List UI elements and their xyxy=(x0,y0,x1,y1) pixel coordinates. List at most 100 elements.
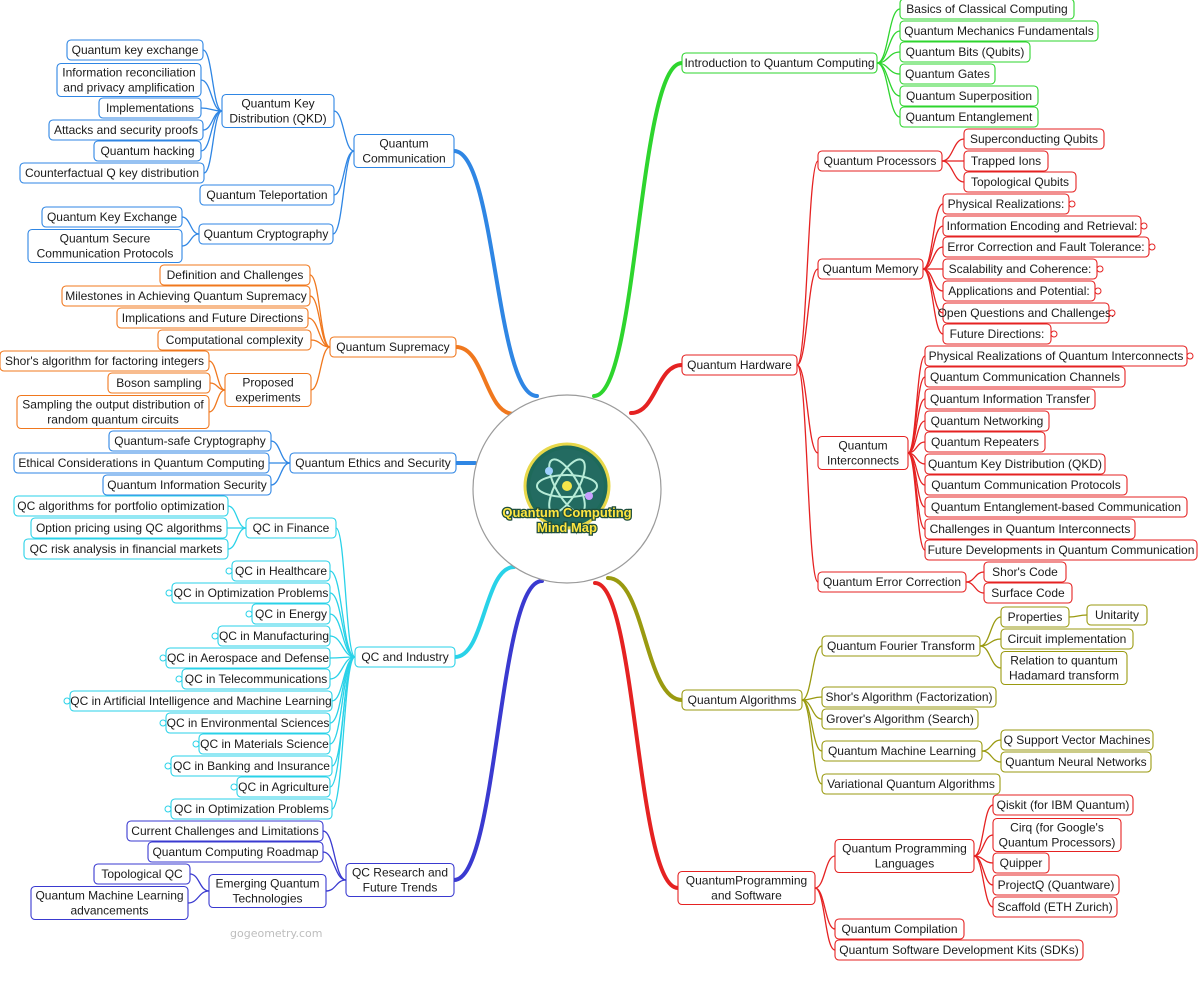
collapse-marker-icon[interactable] xyxy=(165,589,173,597)
topic-sampling-the-output-distribution-of-random-quantum-circuits[interactable]: Sampling the output distribution ofrando… xyxy=(16,394,210,430)
collapse-marker-icon[interactable] xyxy=(1148,243,1156,251)
topic-qc-in-telecommunications[interactable]: QC in Telecommunications xyxy=(175,668,331,690)
topic-qc-in-manufacturing[interactable]: QC in Manufacturing xyxy=(211,625,331,647)
topic-qc-in-environmental-sciences[interactable]: QC in Environmental Sciences xyxy=(159,712,331,734)
topic-quantum-cryptography[interactable]: Quantum Cryptography xyxy=(198,223,334,245)
topic-surface-code[interactable]: Surface Code xyxy=(983,582,1073,604)
topic-quantum-gates[interactable]: Quantum Gates xyxy=(899,63,996,85)
topic-projectq-quantware[interactable]: ProjectQ (Quantware) xyxy=(992,874,1120,896)
collapse-marker-icon[interactable] xyxy=(1108,309,1116,317)
topic-qc-in-finance[interactable]: QC in Finance xyxy=(245,517,337,539)
topic-quantum-error-correction[interactable]: Quantum Error Correction xyxy=(817,571,967,593)
topic-computational-complexity[interactable]: Computational complexity xyxy=(157,329,312,351)
topic-qc-in-optimization-problems[interactable]: QC in Optimization Problems xyxy=(164,798,333,820)
topic-q-support-vector-machines[interactable]: Q Support Vector Machines xyxy=(1000,729,1154,751)
collapse-marker-icon[interactable] xyxy=(175,675,183,683)
topic-quantum-software-development-kits-sdks[interactable]: Quantum Software Development Kits (SDKs) xyxy=(834,939,1084,961)
collapse-marker-icon[interactable] xyxy=(1096,265,1104,273)
topic-shor-s-algorithm-factorization[interactable]: Shor's Algorithm (Factorization) xyxy=(821,686,997,708)
collapse-marker-icon[interactable] xyxy=(245,610,253,618)
topic-counterfactual-q-key-distribution[interactable]: Counterfactual Q key distribution xyxy=(19,162,205,184)
topic-quantum-superposition[interactable]: Quantum Superposition xyxy=(899,85,1039,107)
collapse-marker-icon[interactable] xyxy=(1050,330,1058,338)
topic-implications-and-future-directions[interactable]: Implications and Future Directions xyxy=(116,307,309,329)
branch-quantum-supremacy[interactable]: Quantum Supremacy xyxy=(329,336,457,358)
topic-quantum-fourier-transform[interactable]: Quantum Fourier Transform xyxy=(821,635,981,657)
collapse-marker-icon[interactable] xyxy=(63,697,71,705)
topic-qc-in-healthcare[interactable]: QC in Healthcare xyxy=(225,560,331,582)
topic-scaffold-eth-zurich[interactable]: Scaffold (ETH Zurich) xyxy=(992,896,1118,918)
topic-qc-in-optimization-problems[interactable]: QC in Optimization Problems xyxy=(165,582,331,604)
topic-trapped-ions[interactable]: Trapped Ions xyxy=(963,150,1049,172)
topic-qc-in-artificial-intelligence-and-machine-learning[interactable]: QC in Artificial Intelligence and Machin… xyxy=(63,690,333,712)
topic-future-developments-in-quantum-communication[interactable]: Future Developments in Quantum Communica… xyxy=(924,539,1198,561)
topic-qc-in-agriculture[interactable]: QC in Agriculture xyxy=(230,776,331,798)
topic-shor-s-code[interactable]: Shor's Code xyxy=(983,561,1067,583)
topic-qc-in-energy[interactable]: QC in Energy xyxy=(245,603,331,625)
topic-quantum-key-exchange[interactable]: Quantum Key Exchange xyxy=(41,206,183,228)
topic-qc-in-materials-science[interactable]: QC in Materials Science xyxy=(192,733,331,755)
topic-quantum-hacking[interactable]: Quantum hacking xyxy=(93,140,202,162)
topic-quantum-safe-cryptography[interactable]: Quantum-safe Cryptography xyxy=(108,430,272,452)
collapse-marker-icon[interactable] xyxy=(159,654,167,662)
collapse-marker-icon[interactable] xyxy=(211,632,219,640)
topic-topological-qc[interactable]: Topological QC xyxy=(93,863,191,885)
collapse-marker-icon[interactable] xyxy=(1186,352,1194,360)
branch-quantum-ethics-and-security[interactable]: Quantum Ethics and Security xyxy=(289,452,457,474)
topic-quantum-memory[interactable]: Quantum Memory xyxy=(817,258,924,280)
topic-open-questions-and-challenges[interactable]: Open Questions and Challenges: xyxy=(938,302,1116,324)
topic-quantum-bits-qubits[interactable]: Quantum Bits (Qubits) xyxy=(899,41,1031,63)
topic-applications-and-potential[interactable]: Applications and Potential: xyxy=(942,280,1102,302)
topic-quantum-networking[interactable]: Quantum Networking xyxy=(924,410,1050,432)
topic-qc-risk-analysis-in-financial-markets[interactable]: QC risk analysis in financial markets xyxy=(23,538,229,560)
collapse-marker-icon[interactable] xyxy=(1140,222,1148,230)
topic-variational-quantum-algorithms[interactable]: Variational Quantum Algorithms xyxy=(821,773,1001,795)
topic-qc-in-banking-and-insurance[interactable]: QC in Banking and Insurance xyxy=(164,755,333,777)
topic-ethical-considerations-in-quantum-computing[interactable]: Ethical Considerations in Quantum Comput… xyxy=(13,452,270,474)
topic-grover-s-algorithm-search[interactable]: Grover's Algorithm (Search) xyxy=(821,708,979,730)
topic-milestones-in-achieving-quantum-supremacy[interactable]: Milestones in Achieving Quantum Supremac… xyxy=(61,285,311,307)
collapse-marker-icon[interactable] xyxy=(192,740,200,748)
branch-quantum-algorithms[interactable]: Quantum Algorithms xyxy=(681,689,803,711)
topic-quantum-mechanics-fundamentals[interactable]: Quantum Mechanics Fundamentals xyxy=(899,20,1099,42)
collapse-marker-icon[interactable] xyxy=(159,719,167,727)
topic-basics-of-classical-computing[interactable]: Basics of Classical Computing xyxy=(899,0,1075,20)
topic-qiskit-for-ibm-quantum[interactable]: Qiskit (for IBM Quantum) xyxy=(992,794,1134,816)
topic-quantum-entanglement-based-communication[interactable]: Quantum Entanglement-based Communication xyxy=(924,496,1188,518)
topic-quantum-computing-roadmap[interactable]: Quantum Computing Roadmap xyxy=(147,841,324,863)
topic-quantum-information-security[interactable]: Quantum Information Security xyxy=(102,474,272,496)
topic-future-directions[interactable]: Future Directions: xyxy=(942,323,1058,345)
topic-physical-realizations[interactable]: Physical Realizations: xyxy=(942,193,1076,215)
topic-quantum-entanglement[interactable]: Quantum Entanglement xyxy=(899,106,1039,128)
topic-unitarity[interactable]: Unitarity xyxy=(1086,604,1148,626)
collapse-marker-icon[interactable] xyxy=(1094,287,1102,295)
branch-qc-and-industry[interactable]: QC and Industry xyxy=(354,646,456,668)
topic-qc-in-aerospace-and-defense[interactable]: QC in Aerospace and Defense xyxy=(159,647,331,669)
topic-challenges-in-quantum-interconnects[interactable]: Challenges in Quantum Interconnects xyxy=(924,518,1136,540)
collapse-marker-icon[interactable] xyxy=(164,805,172,813)
collapse-marker-icon[interactable] xyxy=(225,567,233,575)
topic-error-correction-and-fault-tolerance[interactable]: Error Correction and Fault Tolerance: xyxy=(942,236,1156,258)
topic-topological-qubits[interactable]: Topological Qubits xyxy=(963,171,1077,193)
topic-quantum-machine-learning[interactable]: Quantum Machine Learning xyxy=(821,740,983,762)
topic-circuit-implementation[interactable]: Circuit implementation xyxy=(1000,628,1134,650)
collapse-marker-icon[interactable] xyxy=(164,762,172,770)
topic-information-encoding-and-retrieval[interactable]: Information Encoding and Retrieval: xyxy=(942,215,1148,237)
topic-physical-realizations-of-quantum-interconnects[interactable]: Physical Realizations of Quantum Interco… xyxy=(924,345,1194,367)
topic-option-pricing-using-qc-algorithms[interactable]: Option pricing using QC algorithms xyxy=(30,517,228,539)
topic-shor-s-algorithm-for-factoring-integers[interactable]: Shor's algorithm for factoring integers xyxy=(0,350,210,372)
collapse-marker-icon[interactable] xyxy=(230,783,238,791)
topic-quipper[interactable]: Quipper xyxy=(992,852,1050,874)
topic-quantum-communication-protocols[interactable]: Quantum Communication Protocols xyxy=(924,474,1128,496)
